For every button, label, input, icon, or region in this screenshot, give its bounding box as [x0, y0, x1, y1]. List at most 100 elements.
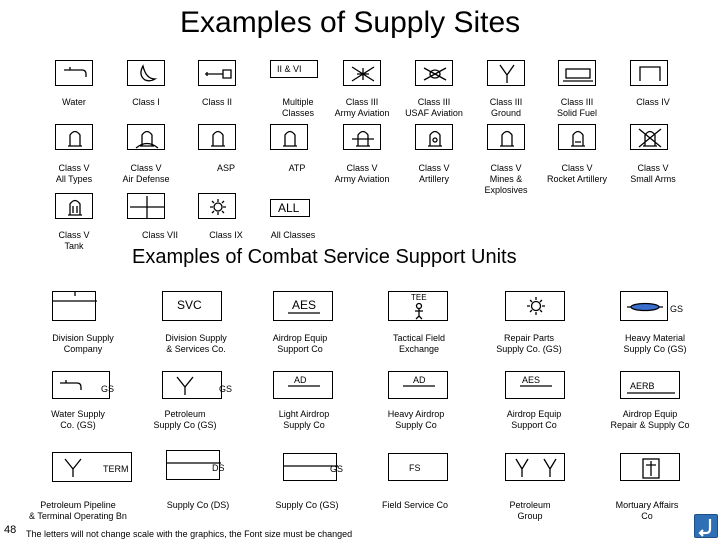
supply-co-ds-symbol: [166, 450, 221, 480]
mines-ammo-icon: [500, 130, 514, 147]
label-class-ix: Class IX: [209, 230, 243, 240]
label-field-service-co: Field Service Co: [381, 500, 449, 510]
label-supply-co-ds: Supply Co (DS): [166, 500, 230, 510]
tactical-field-exchange-symbol: TEE: [388, 291, 448, 321]
class-iii-army-aviation-symbol: [343, 60, 381, 86]
airdrop-equip-support-symbol-2: AES: [505, 371, 565, 399]
class-v-army-aviation-symbol: [343, 124, 381, 150]
mortuary-cross-icon: [642, 458, 660, 479]
repair-gear-icon: [527, 297, 545, 315]
label-division-supply-services: Division Supply& Services Co.: [165, 333, 227, 354]
label-all-classes: All Classes: [270, 230, 316, 240]
division-supply-services-symbol: SVC: [162, 291, 222, 321]
ammunition-icon: [68, 130, 82, 147]
repair-parts-gear-icon: [210, 199, 226, 215]
label-supply-co-gs: Supply Co (GS): [275, 500, 339, 510]
ammo-transfer-point-icon: [283, 130, 297, 147]
small-arms-ammo-icon: [638, 128, 662, 148]
class-ix-symbol: [198, 193, 236, 219]
repair-parts-supply-symbol: [505, 291, 565, 321]
class-i-symbol: [127, 60, 165, 86]
page-number: 48: [4, 524, 17, 536]
water-tap-icon: [60, 380, 82, 390]
supply-unit-icon: [167, 462, 221, 464]
air-defense-ammo-icon: [135, 130, 159, 149]
supply-unit-icon: [284, 465, 338, 467]
airdrop-underline-icon: [627, 392, 675, 394]
clothing-icon: [205, 69, 232, 79]
supply-co-gs-symbol: [283, 453, 338, 481]
class-v-mines-explosives-symbol: [487, 124, 525, 150]
group-box-ii-vi: II & VI: [270, 60, 318, 78]
class-v-tank-symbol: [55, 193, 93, 219]
return-nav-button[interactable]: [694, 514, 718, 538]
airdrop-repair-supply-symbol: AERB: [620, 371, 680, 399]
fuel-drop-icon: [499, 64, 515, 83]
fuel-drop-icon: [64, 458, 82, 477]
water-symbol: [55, 60, 93, 86]
label-petroleum-pipeline: Petroleum Pipeline& Terminal Operating B…: [29, 500, 127, 521]
rocket-ammo-icon: [571, 130, 585, 147]
class-iii-solid-fuel-symbol: [558, 60, 596, 86]
class-iv-symbol: [630, 60, 668, 86]
label-atp: ATP: [288, 163, 306, 173]
construction-icon: [639, 66, 661, 81]
petroleum-pipeline-terminal-symbol: TERM: [52, 452, 132, 482]
footer-note: The letters will not change scale with t…: [26, 529, 353, 539]
heavy-material-gs-label: GS: [670, 304, 684, 314]
field-service-co-symbol: FS: [388, 453, 448, 481]
heavy-airdrop-supply-symbol: AD: [388, 371, 448, 399]
class-v-artillery-symbol: [415, 124, 453, 150]
class-v-rocket-artillery-symbol: [558, 124, 596, 150]
section-title: Examples of Combat Service Support Units: [132, 246, 517, 268]
division-supply-company-symbol: [52, 291, 97, 321]
label-water: Water: [62, 97, 86, 107]
label-class-i: Class I: [132, 97, 160, 107]
heavy-material-icon: [627, 302, 663, 312]
aviation-fuel-icon: [351, 66, 375, 82]
atp-symbol: [270, 124, 308, 150]
airdrop-underline-icon: [288, 312, 320, 314]
class-ii-symbol: [198, 60, 236, 86]
airdrop-underline-icon: [403, 385, 435, 387]
label-asp: ASP: [216, 163, 236, 173]
water-supply-co-symbol: GS: [52, 371, 114, 399]
supply-co-gs-label: GS: [330, 464, 344, 474]
label-class-vii: Class VII: [141, 230, 179, 240]
petroleum-group-symbol: [505, 453, 565, 481]
class-v-air-defense-symbol: [127, 124, 165, 150]
fuel-drop-icon: [176, 376, 194, 395]
artillery-ammo-icon: [428, 130, 442, 147]
class-iii-usaf-aviation-symbol: [415, 60, 453, 86]
asp-symbol: [198, 124, 236, 150]
supply-unit-icon: [53, 292, 97, 302]
page-title: Examples of Supply Sites: [180, 6, 521, 39]
petroleum-group-icon: [515, 458, 557, 477]
heavy-material-supply-symbol: [620, 291, 668, 321]
all-classes-box: ALL: [270, 199, 310, 217]
